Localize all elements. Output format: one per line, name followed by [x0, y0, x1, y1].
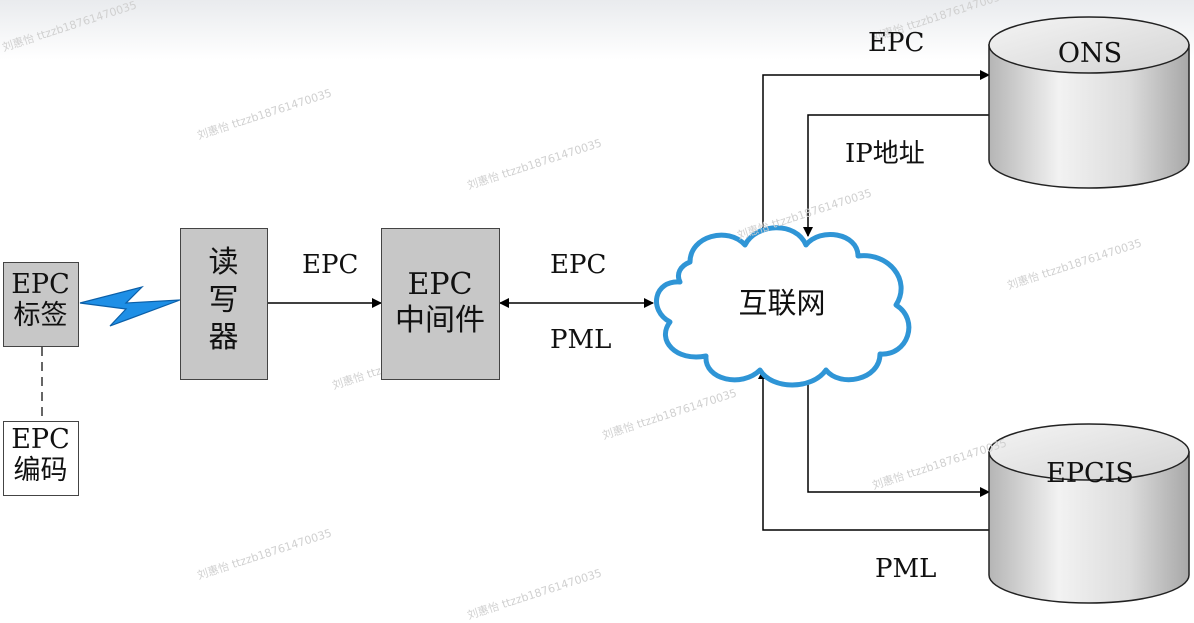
reader-box: 读 写 器	[180, 228, 268, 380]
epc-middleware-box: EPC 中间件	[381, 228, 500, 380]
ons-to-internet-arrow	[803, 114, 989, 237]
internet-to-epcis-arrow	[807, 375, 990, 497]
epc-code-label: EPC 编码	[11, 424, 70, 487]
epcis-to-internet-arrow	[758, 369, 989, 531]
edge-label-ons-epc: EPC	[868, 28, 925, 58]
edge-label-reader-epc: EPC	[302, 250, 359, 280]
epcis-cylinder	[988, 423, 1190, 604]
wireless-lightning-icon	[79, 285, 181, 327]
epc-tag-label: EPC 标签	[11, 269, 70, 332]
edge-label-internet-epc: EPC	[550, 250, 607, 280]
epc-middleware-label: EPC 中间件	[395, 267, 485, 338]
ons-cylinder	[988, 16, 1190, 189]
ons-label: ONS	[1057, 38, 1123, 69]
reader-label: 读 写 器	[208, 245, 239, 355]
epcis-label: EPCIS	[1046, 458, 1134, 489]
edge-label-epcis-pml: PML	[875, 554, 937, 584]
diagram-canvas	[41, 16, 1190, 604]
internet-label: 互联网	[738, 286, 826, 320]
internet-to-ons-arrow	[762, 70, 990, 240]
epc-tag-box: EPC 标签	[3, 262, 79, 347]
edge-label-ons-ip: IP地址	[845, 139, 925, 169]
edge-label-internet-pml: PML	[550, 325, 612, 355]
epc-code-box: EPC 编码	[3, 421, 79, 496]
internet-cloud-shape	[654, 225, 912, 388]
